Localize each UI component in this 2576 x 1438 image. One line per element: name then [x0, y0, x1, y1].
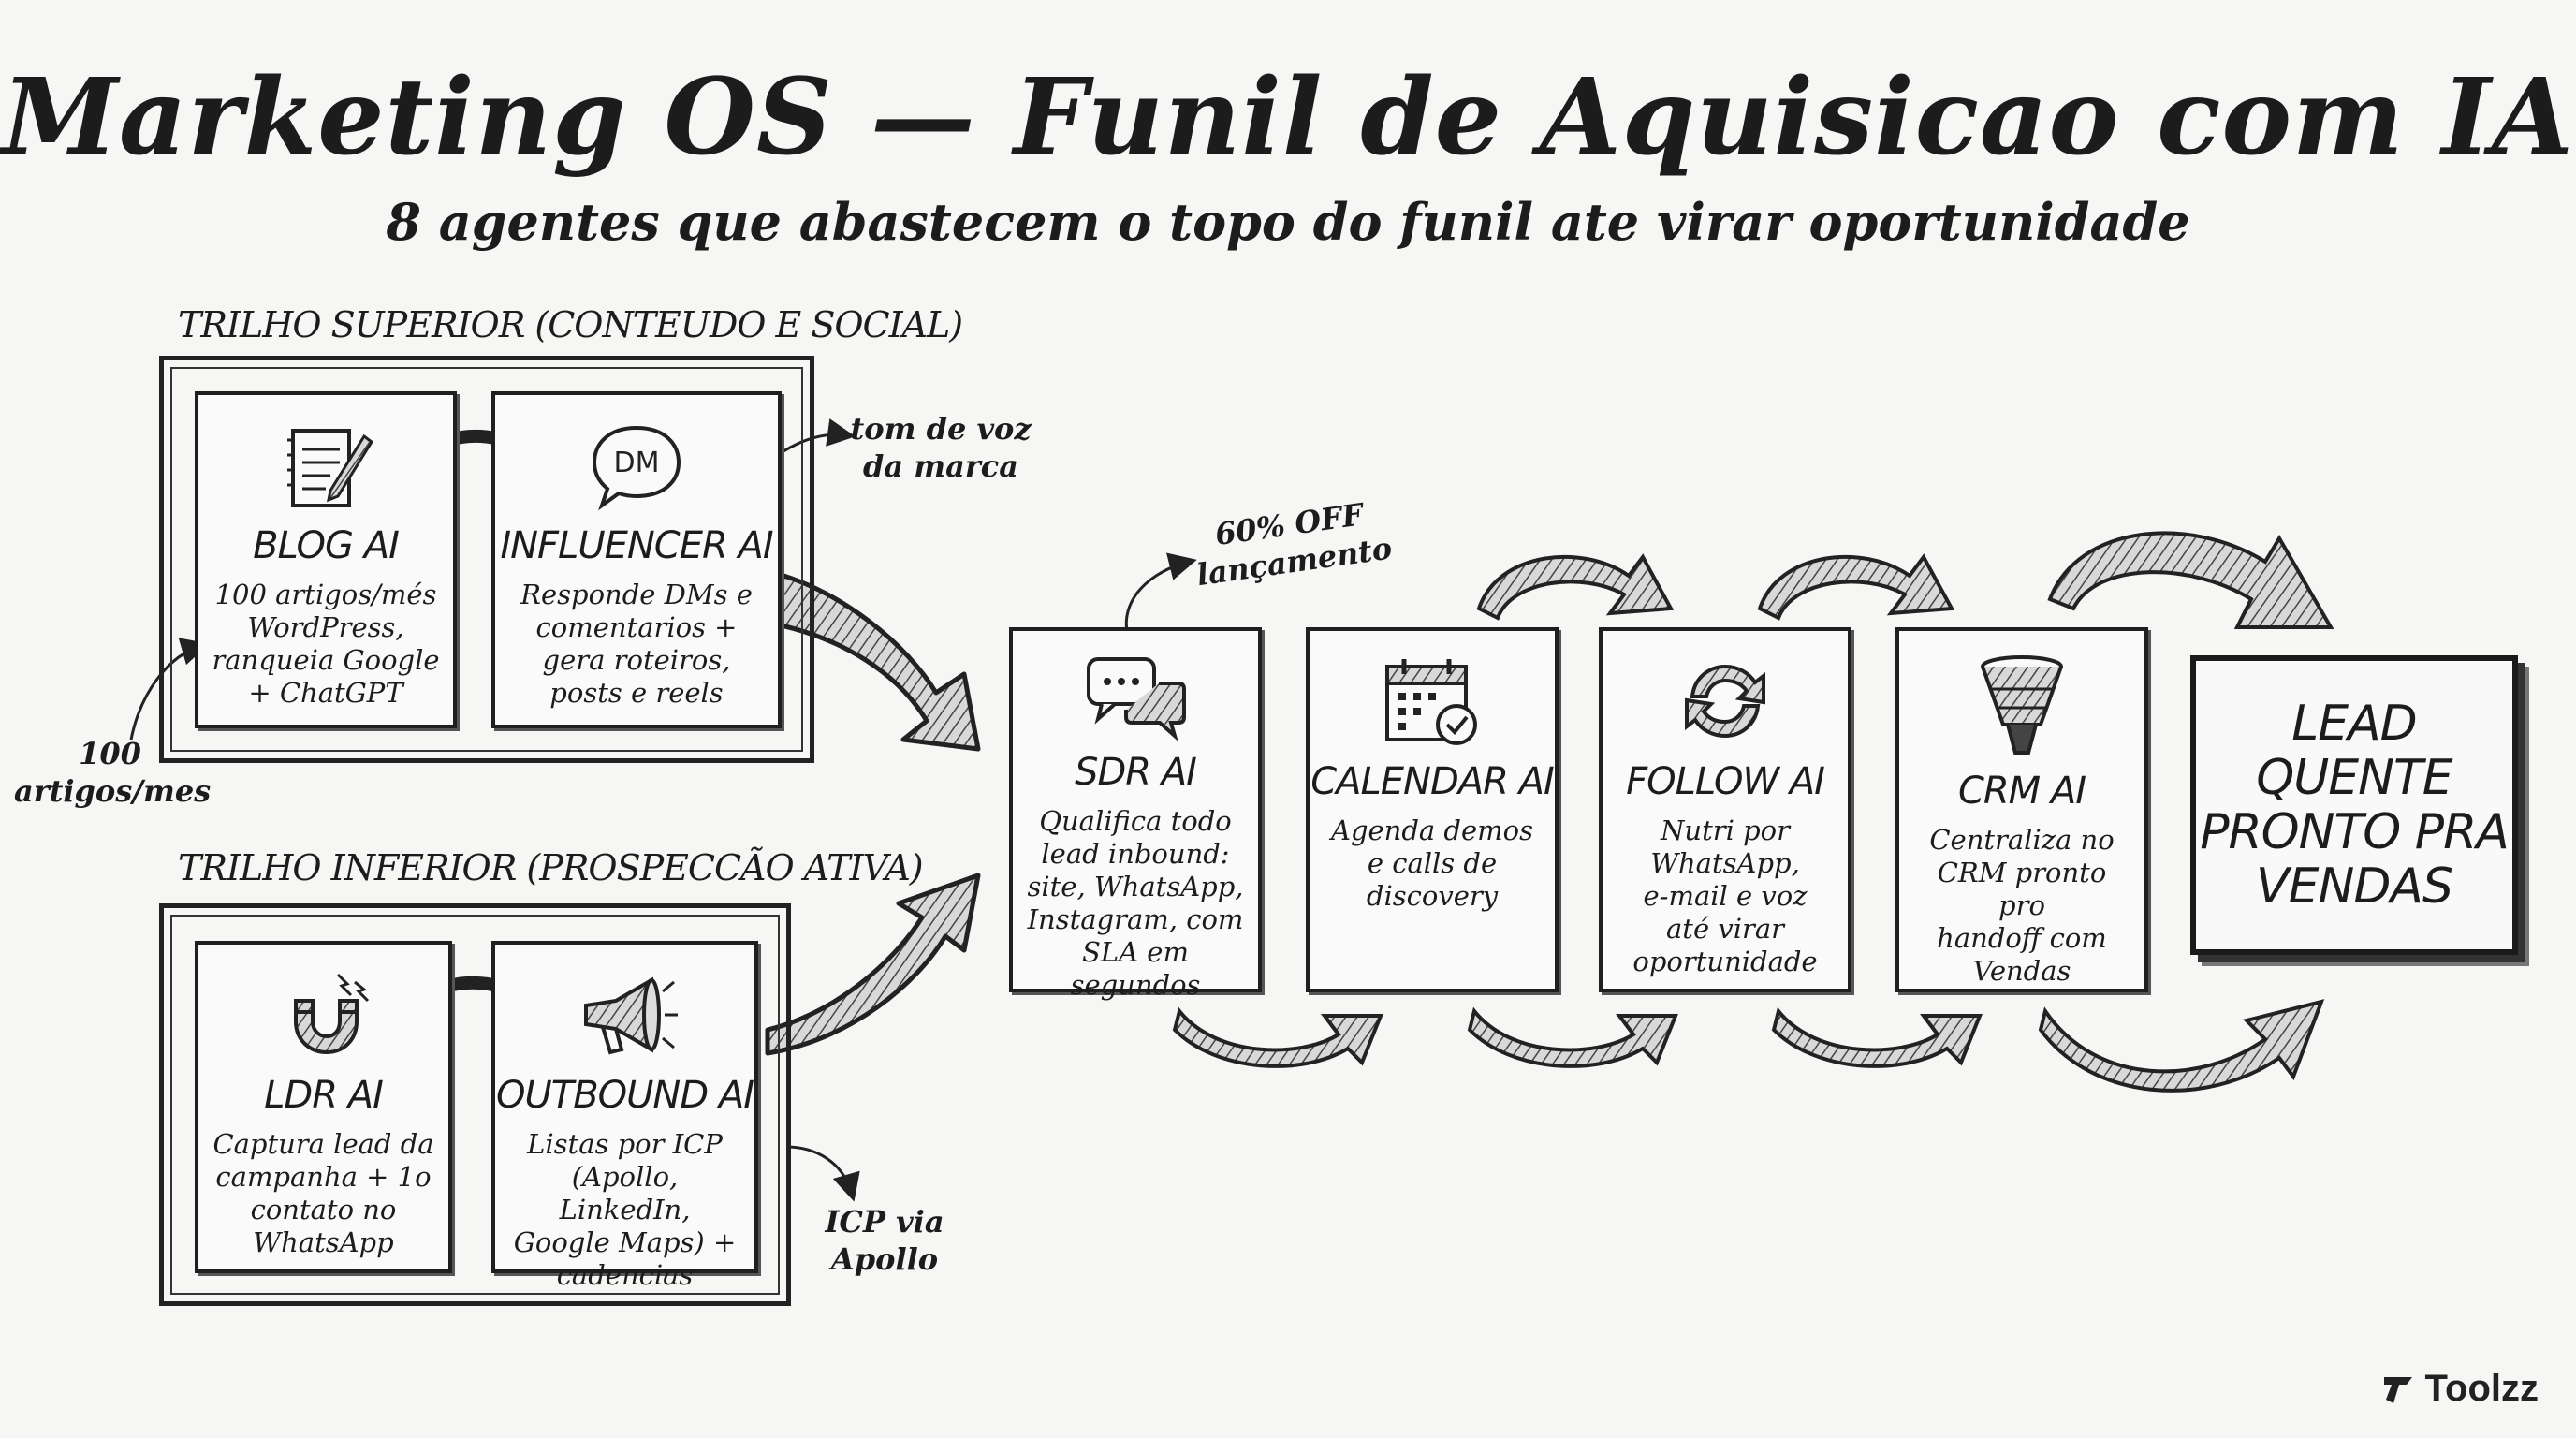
arrow-top-track-to-sdr [765, 568, 981, 752]
card-title: FOLLOW AI [1626, 760, 1825, 803]
brand-logo: Toolzz [2380, 1368, 2539, 1410]
top-track-label: TRILHO SUPERIOR (CONTEUDO E SOCIAL) [178, 304, 963, 345]
dm-bubble-icon: DM [592, 425, 681, 511]
page-title: Marketing OS — Funil de Aquisicao com IA [2, 56, 2574, 179]
arc-arrows-top [1476, 531, 2334, 629]
magnet-icon [293, 973, 369, 1055]
note-pointer-icp [785, 1145, 860, 1202]
chat-bubbles-icon [1087, 657, 1186, 741]
note-pointer-artigos [129, 638, 210, 741]
card-description: Nutri por WhatsApp, e-mail e voz até vir… [1632, 814, 1818, 977]
arc-arrows-bottom [1172, 999, 2325, 1093]
note-icp-via-apollo: ICP via Apollo [825, 1204, 944, 1277]
note-pointer-off [1124, 552, 1197, 638]
card-description: Responde DMs e comentarios + gera roteir… [520, 579, 753, 709]
bottom-track-frame [159, 903, 791, 1306]
card-title: LDR AI [264, 1074, 384, 1117]
card-description: Centraliza no CRM pronto pro handoff com… [1929, 824, 2115, 987]
crm-ai-card: CRM AI Centraliza no CRM pronto pro hand… [1895, 627, 2148, 992]
blog-ai-card: BLOG AI 100 artigos/més WordPress, ranqu… [195, 391, 457, 728]
calendar-check-icon [1385, 659, 1477, 745]
sdr-ai-card: SDR AI Qualifica todo lead inbound: site… [1009, 627, 1262, 1001]
lead-label: LEAD QUENTE PRONTO PRA VENDAS [2200, 696, 2510, 915]
funnel-icon [1981, 655, 2063, 755]
arrow-bottom-track-to-sdr [765, 873, 981, 1056]
note-artigos: 100 artigos/mes [14, 736, 212, 809]
refresh-arrows-icon [1685, 664, 1765, 739]
bottom-track-label: TRILHO INFERIOR (PROSPECCÃO ATIVA) [178, 847, 924, 888]
top-track-frame [159, 356, 814, 763]
card-title: INFLUENCER AI [500, 524, 773, 567]
card-description: Listas por ICP (Apollo, LinkedIn, Google… [513, 1128, 737, 1291]
notepad-pencil-icon [287, 429, 373, 507]
toolzz-logo-icon [2383, 1376, 2412, 1403]
card-description: Agenda demos e calls de discovery [1331, 814, 1533, 912]
brand-name: Toolzz [2424, 1368, 2539, 1409]
note-tom-de-voz: tom de voz da marca [850, 411, 1032, 484]
card-title: CALENDAR AI [1310, 760, 1555, 803]
influencer-ai-card: DM INFLUENCER AI Responde DMs e comentar… [491, 391, 782, 728]
calendar-ai-card: CALENDAR AI Agenda demos e calls de disc… [1306, 627, 1559, 992]
outbound-ai-card: OUTBOUND AI Listas por ICP (Apollo, Link… [491, 941, 758, 1291]
card-description: Qualifica todo lead inbound: site, Whats… [1027, 805, 1244, 1001]
card-title: BLOG AI [253, 524, 400, 567]
card-title: SDR AI [1075, 751, 1197, 794]
megaphone-icon [583, 976, 678, 1055]
follow-ai-card: FOLLOW AI Nutri por WhatsApp, e-mail e v… [1599, 627, 1852, 992]
ldr-ai-card: LDR AI Captura lead da campanha + 1o con… [195, 941, 452, 1273]
card-title: CRM AI [1957, 770, 2086, 813]
card-description: Captura lead da campanha + 1o contato no… [212, 1128, 434, 1258]
card-description: 100 artigos/més WordPress, ranqueia Goog… [212, 579, 440, 709]
dm-icon-text: DM [614, 447, 660, 479]
page-subtitle: 8 agentes que abastecem o topo do funil … [386, 192, 2190, 252]
lead-outcome-box: LEAD QUENTE PRONTO PRA VENDAS [2190, 655, 2518, 955]
card-title: OUTBOUND AI [496, 1074, 754, 1117]
